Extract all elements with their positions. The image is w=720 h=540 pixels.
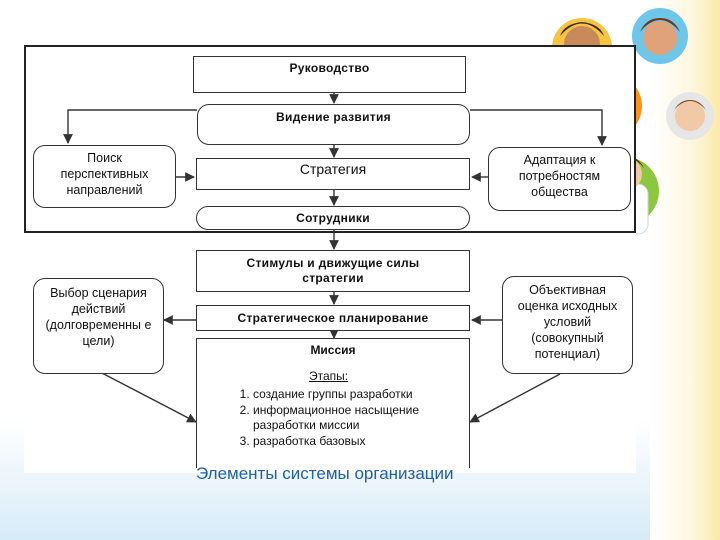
node-assessment-label: Объективная оценка исходных условий (сов… <box>517 283 618 361</box>
node-strategy-label: Стратегия <box>299 161 367 177</box>
node-adaptation: Адаптация к потребностям общества <box>488 147 631 211</box>
node-adaptation-label: Адаптация к потребностям общества <box>518 153 601 199</box>
node-leadership: Руководство <box>193 56 466 93</box>
node-vision: Видение развития <box>197 104 470 145</box>
mission-stages-list: создание группы разработки информационно… <box>223 387 483 450</box>
mission-stage-item: разработка базовых <box>253 434 483 449</box>
node-search: Поиск перспективных направлений <box>33 145 176 208</box>
node-planning: Стратегическое планирование <box>196 305 470 331</box>
node-incentives: Стимулы и движущие силы стратегии <box>196 250 470 292</box>
mission-stage-item: информационное насыщение разработки мисс… <box>253 403 483 433</box>
node-scenario-label: Выбор сценария действий (долговременны е… <box>45 286 152 348</box>
node-mission: Миссия Этапы: создание группы разработки… <box>196 338 470 468</box>
node-employees: Сотрудники <box>196 206 470 230</box>
node-incentives-label: Стимулы и движущие силы стратегии <box>246 256 420 285</box>
node-strategy: Стратегия <box>196 158 470 190</box>
node-planning-label: Стратегическое планирование <box>237 310 429 325</box>
node-scenario: Выбор сценария действий (долговременны е… <box>33 278 164 374</box>
node-vision-label: Видение развития <box>276 110 391 124</box>
background-gradient-right <box>650 0 720 540</box>
node-employees-label: Сотрудники <box>296 210 370 225</box>
node-mission-label: Миссия <box>310 343 356 357</box>
node-assessment: Объективная оценка исходных условий (сов… <box>502 276 633 374</box>
slide-title: Элементы системы организации <box>196 464 454 483</box>
mission-stages-heading: Этапы: <box>309 369 349 383</box>
node-leadership-label: Руководство <box>289 61 370 75</box>
node-search-label: Поиск перспективных направлений <box>60 151 149 197</box>
mission-stage-item: создание группы разработки <box>253 387 483 402</box>
